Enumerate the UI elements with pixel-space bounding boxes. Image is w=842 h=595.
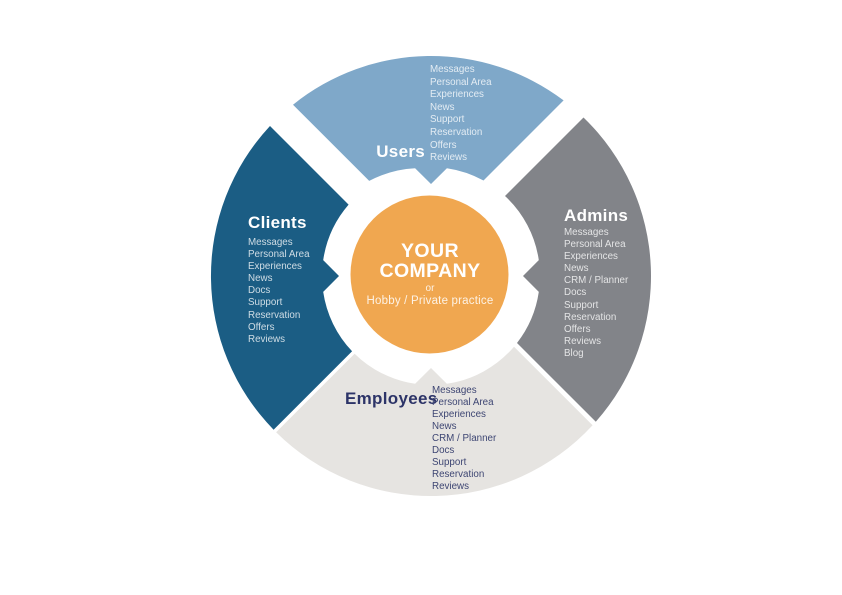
list-item: Messages xyxy=(430,64,475,75)
list-item: Reviews xyxy=(248,333,286,345)
list-item: Personal Area xyxy=(430,76,492,88)
list-item: Messages xyxy=(564,227,609,238)
users-segment-shape xyxy=(293,55,564,184)
list-item: Docs xyxy=(564,287,587,299)
employees-label: Employees xyxy=(345,389,438,408)
list-item: Offers xyxy=(564,323,591,335)
list-item: Support xyxy=(432,457,467,468)
list-item: News xyxy=(432,421,457,432)
list-item: Docs xyxy=(248,285,271,297)
list-item: News xyxy=(248,273,273,285)
list-item: Personal Area xyxy=(564,239,626,251)
list-item: Reservation xyxy=(432,469,485,480)
admins-label: Admins xyxy=(564,206,629,225)
list-item: Support xyxy=(430,114,465,126)
list-item: News xyxy=(564,263,589,275)
list-item: Reservation xyxy=(248,309,301,321)
list-item: Experiences xyxy=(564,251,618,263)
list-item: Experiences xyxy=(432,409,486,420)
list-item: Reviews xyxy=(564,335,602,347)
list-item: Reviews xyxy=(432,481,470,492)
center-title: YOUR COMPANY xyxy=(379,240,481,282)
center-circle xyxy=(350,195,509,354)
clients-segment-shape xyxy=(210,126,353,430)
employees-segment-shape xyxy=(276,346,593,496)
list-item: Reservation xyxy=(430,126,483,138)
clients-label: Clients xyxy=(248,213,307,232)
users-label: Users xyxy=(376,142,425,161)
list-item: Experiences xyxy=(248,261,302,273)
list-item: Support xyxy=(248,297,283,309)
admins-segment-shape xyxy=(505,117,651,422)
list-item: Offers xyxy=(430,139,457,151)
list-item: Reservation xyxy=(564,311,617,323)
list-item: Messages xyxy=(248,237,293,248)
list-item: Offers xyxy=(248,321,275,333)
list-item: Support xyxy=(564,299,599,311)
center-connector: or xyxy=(425,283,435,294)
list-item: Personal Area xyxy=(248,249,310,261)
list-item: Blog xyxy=(564,347,584,359)
list-item: Experiences xyxy=(430,89,484,101)
list-item: Reviews xyxy=(430,152,468,164)
list-item: News xyxy=(430,101,455,113)
center-subtitle: Hobby / Private practice xyxy=(366,295,494,307)
list-item: Personal Area xyxy=(432,397,494,408)
list-item: Docs xyxy=(432,445,455,456)
list-item: CRM / Planner xyxy=(564,275,629,287)
list-item: CRM / Planner xyxy=(432,433,497,444)
list-item: Messages xyxy=(432,385,477,396)
